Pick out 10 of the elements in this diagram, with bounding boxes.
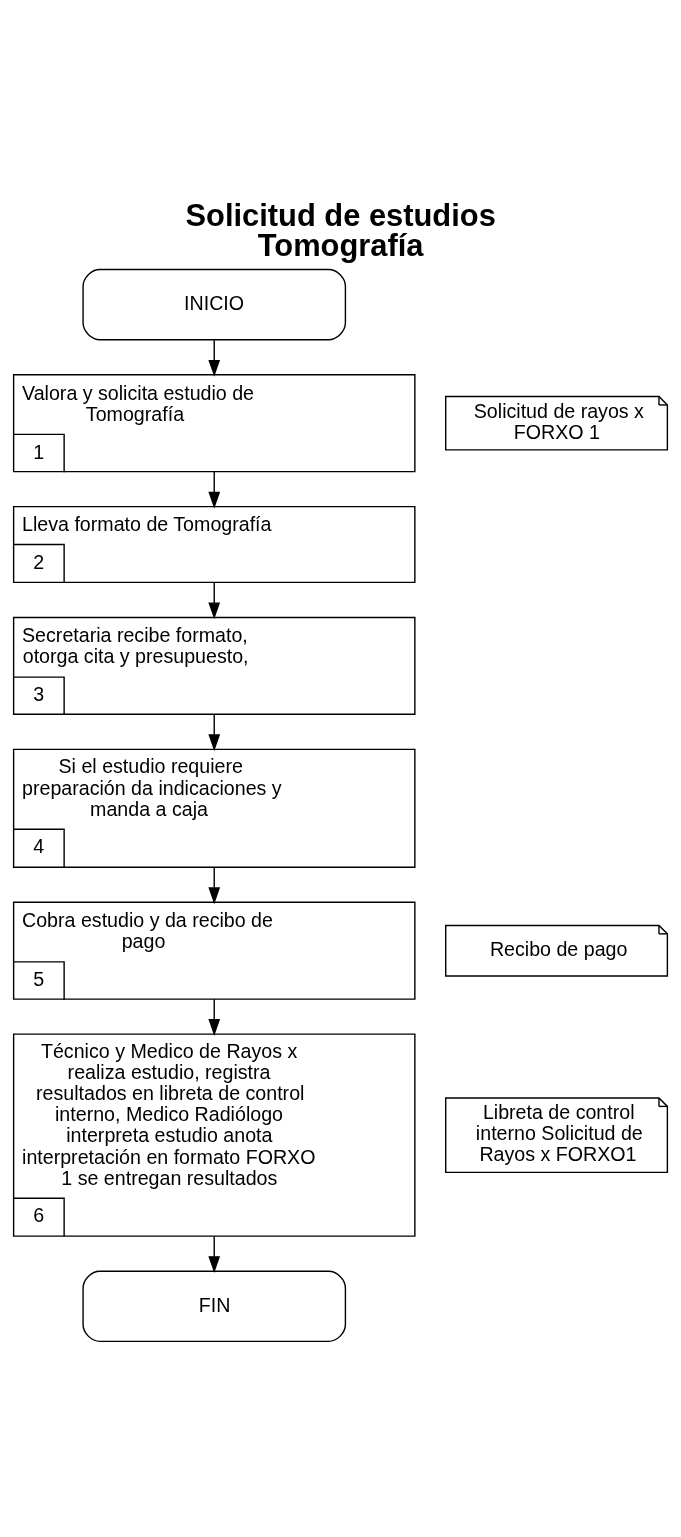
arrow bbox=[208, 338, 221, 377]
node-box: FIN bbox=[82, 1270, 347, 1342]
arrow bbox=[208, 866, 221, 904]
arrow bbox=[208, 998, 221, 1036]
arrow bbox=[208, 581, 221, 619]
diagram-title: Solicitud de estudios Tomografía bbox=[185, 197, 496, 263]
node-box: INICIO bbox=[82, 268, 347, 340]
arrow bbox=[208, 713, 221, 751]
arrow bbox=[208, 470, 221, 509]
arrow bbox=[208, 1235, 221, 1273]
